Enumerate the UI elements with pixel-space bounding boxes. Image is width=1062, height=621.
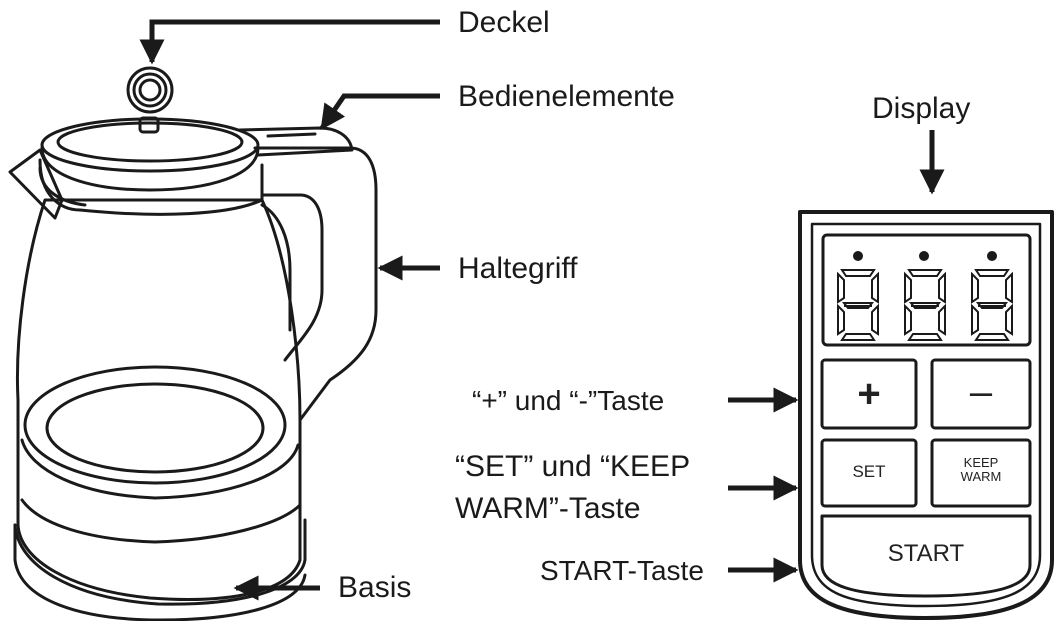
label-set-keepwarm-1: “SET” und “KEEP: [455, 450, 691, 483]
lid-ring: [126, 66, 174, 114]
kettle-inner-ring: [23, 365, 287, 485]
label-plus-minus: “+” und “-”Taste: [472, 385, 665, 416]
minus-button[interactable]: –: [969, 370, 993, 414]
plus-button-shape: [820, 358, 918, 430]
kettle-lid: [40, 117, 260, 173]
label-set-keepwarm-2: WARM”-Taste: [455, 492, 641, 525]
callout-arrows: [139, 19, 440, 601]
arrow-lid: [139, 19, 440, 65]
kettle-base: [13, 518, 307, 606]
panel-outer: [798, 210, 1054, 620]
set-button-shape: [820, 438, 918, 508]
kettle-handle: [253, 146, 378, 422]
label-base: Basis: [338, 571, 412, 604]
display-dots: [853, 251, 997, 261]
minus-button-shape: [930, 358, 1032, 430]
label-start: START-Taste: [540, 555, 704, 586]
kettle-glass-body: [15, 198, 302, 601]
keepwarm-line2: WARM: [960, 469, 1002, 484]
label-lid: Deckel: [458, 6, 550, 39]
digit-1: [837, 269, 879, 341]
keepwarm-button[interactable]: KEEP WARM: [932, 456, 1030, 484]
digit-2: [904, 269, 946, 341]
label-handle: Haltegriff: [458, 252, 578, 285]
start-button[interactable]: START: [887, 540, 965, 567]
label-controls: Bedienelemente: [458, 80, 675, 113]
display-window: [821, 233, 1032, 347]
kettle-spout: [8, 148, 64, 220]
digit-3: [971, 269, 1013, 341]
set-button[interactable]: SET: [852, 462, 886, 481]
kettle-collar: [38, 158, 264, 216]
label-display: Display: [872, 92, 971, 125]
start-button-shape: [820, 514, 1032, 598]
kettle-control-top: [238, 126, 354, 157]
control-panel: [798, 210, 1054, 620]
panel-inner: [810, 222, 1042, 608]
panel-callout-arrows: [728, 130, 945, 583]
arrow-controls: [319, 93, 440, 131]
plus-button[interactable]: +: [857, 372, 881, 416]
display-digits: [837, 269, 1013, 341]
keepwarm-line1: KEEP: [963, 455, 999, 470]
keepwarm-button-shape: [930, 438, 1032, 508]
kettle-illustration: [8, 66, 378, 621]
